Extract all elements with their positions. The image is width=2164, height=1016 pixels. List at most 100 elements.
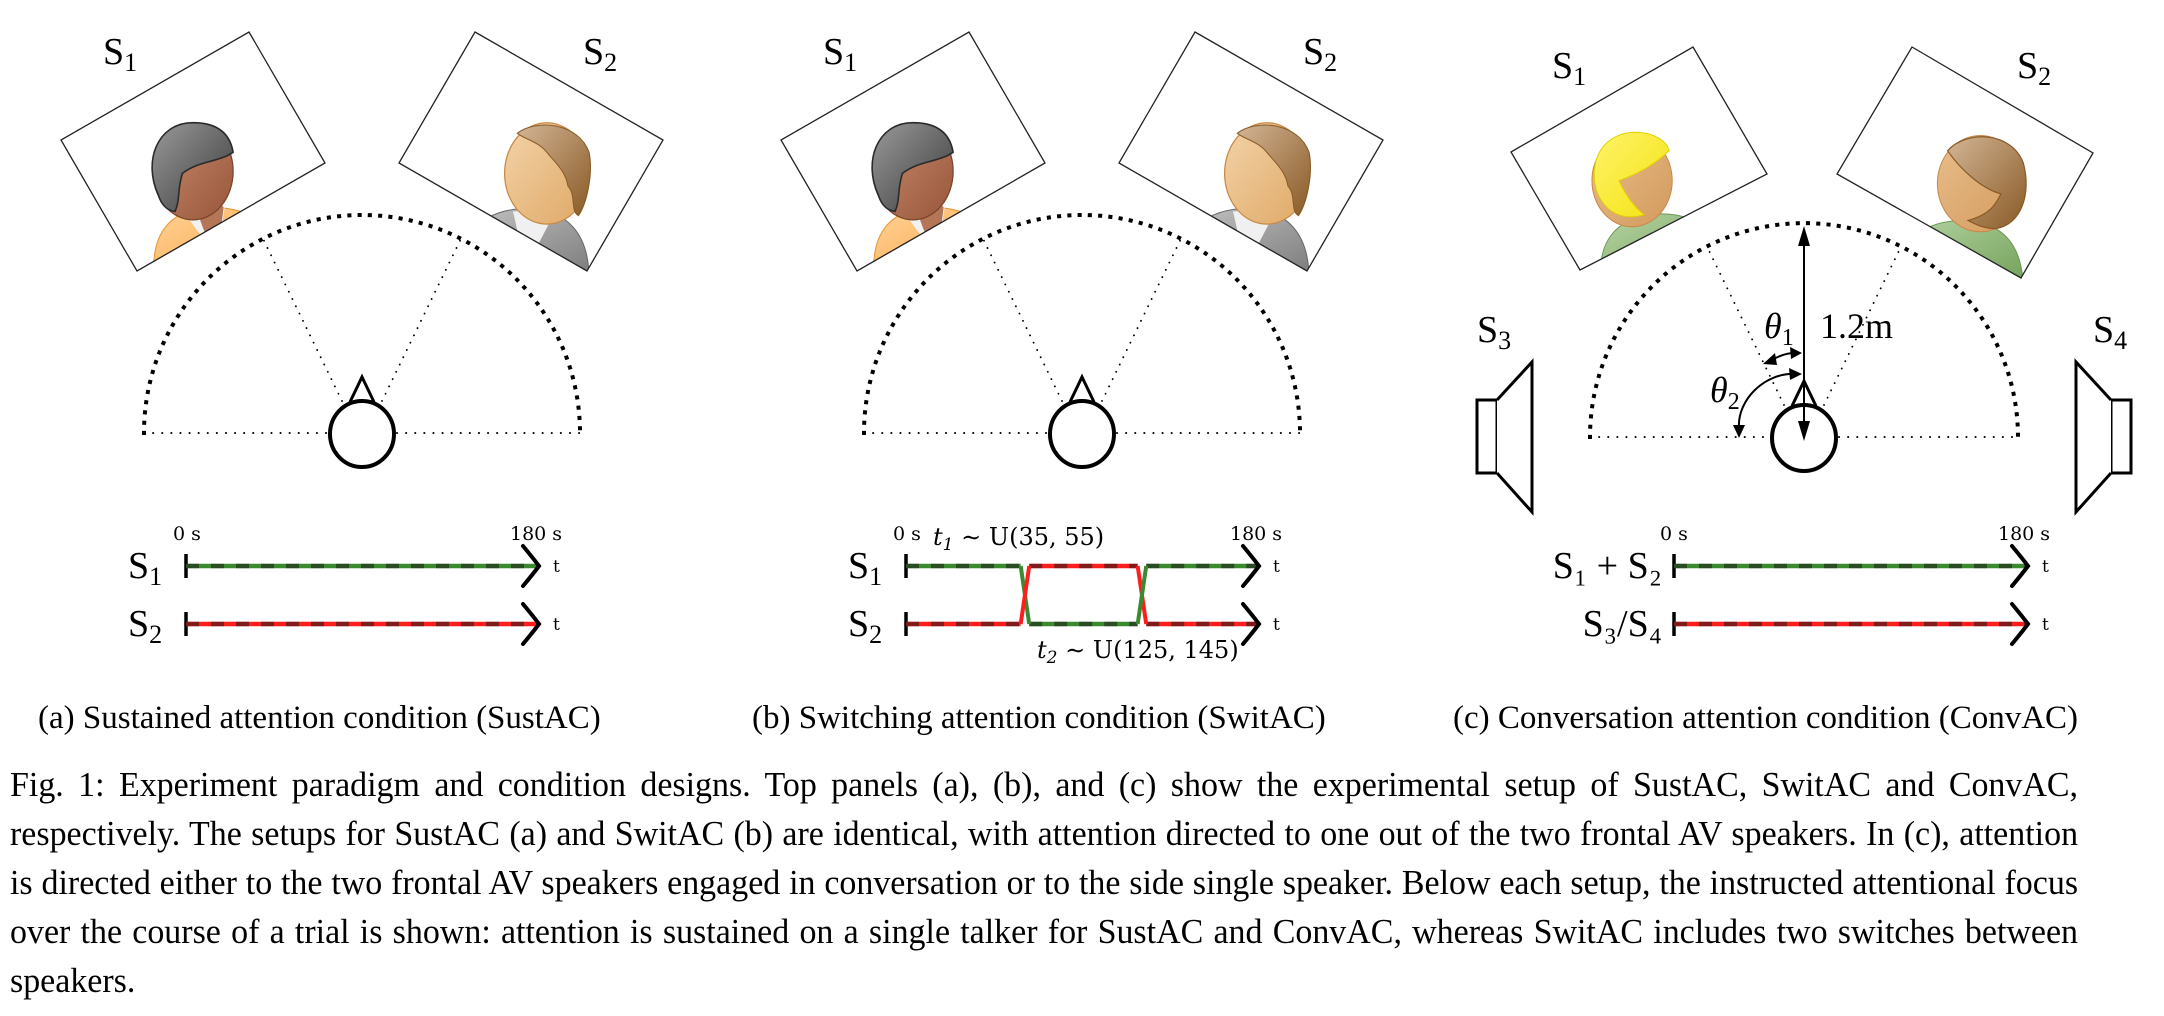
timeline-arrow-head <box>521 602 542 646</box>
listening-arc <box>141 213 583 436</box>
speaker-s2-video <box>1836 46 2094 279</box>
speaker-magnet <box>2109 398 2133 475</box>
avatar-clip-group <box>1895 134 2027 278</box>
video-frame <box>1510 46 1768 271</box>
listener-head-icon <box>328 373 396 469</box>
speaker-s2-video <box>1118 31 1384 272</box>
sightline-s2 <box>1101 237 1182 402</box>
timeline-row-label-s1: S1 <box>128 545 162 591</box>
timeline-start-label: 0 s <box>173 523 201 545</box>
avatar-clip-group <box>459 122 592 271</box>
loudspeaker-s4-icon <box>2074 358 2133 516</box>
speaker-s1-video <box>780 31 1046 272</box>
speaker-label-s4: S4 <box>2093 309 2127 355</box>
loudspeaker-s3-icon <box>1475 358 1534 516</box>
avatar-clip-group <box>151 121 282 271</box>
arrowhead-icon <box>1733 425 1745 438</box>
speaker-label-s1: S1 <box>1552 45 1586 91</box>
avatar-clip-group <box>871 121 1002 271</box>
timeline-arrow-head <box>1241 602 1262 646</box>
timeline-row-s1 <box>184 544 542 588</box>
timeline-end-label: 180 s <box>1230 523 1282 545</box>
panel-a-graphics <box>60 31 664 646</box>
avatar-woman-blonde-hair-green-shirt-icon <box>1591 131 1725 270</box>
speaker-s1-video <box>60 31 326 272</box>
video-frame <box>780 31 1046 272</box>
timeline-end-label: 180 s <box>510 523 562 545</box>
timeline-row-s1 <box>904 544 1262 646</box>
speaker-s1-video <box>1510 46 1768 271</box>
timeline-arrow-head <box>1241 544 1262 588</box>
switch1-distribution-label: t1 ∼ U(35, 55) <box>933 523 1104 555</box>
speaker-label-s2: S2 <box>1303 31 1337 77</box>
head-circle <box>328 399 396 469</box>
subcaption-a: (a) Sustained attention condition (SustA… <box>38 700 601 736</box>
speaker-label-s1: S1 <box>823 31 857 77</box>
distance-label: 1.2m <box>1820 306 1893 346</box>
switch2-distribution-label: t2 ∼ U(125, 145) <box>1037 636 1239 668</box>
timeline-arrow-head <box>521 544 542 588</box>
speaker-label-s3: S3 <box>1477 309 1511 355</box>
speaker-label-s2: S2 <box>583 31 617 77</box>
avatar-woman-dark-hair-orange-shirt-icon <box>151 121 282 271</box>
video-frame <box>1118 31 1384 272</box>
time-axis-label: t <box>553 615 560 635</box>
speaker-label-s1: S1 <box>103 31 137 77</box>
timeline-end-label: 180 s <box>1998 523 2050 545</box>
arrowhead-icon <box>1790 347 1802 359</box>
timeline-row-label-s2: S2 <box>848 603 882 649</box>
sightline-s2 <box>381 237 462 402</box>
speaker-label-s2: S2 <box>2017 45 2051 91</box>
timeline-row-s3-or-s4 <box>1672 602 2031 646</box>
nose-icon <box>348 373 376 403</box>
panel-c: S1 S2 S3 S4 θ1 1.2m θ2 0 s 180 s S₁ + S₂… <box>1453 45 2127 736</box>
panel-b-graphics <box>780 31 1384 646</box>
timeline-arrow-head <box>2010 544 2031 588</box>
avatar-woman-brown-hair-green-shirt-icon <box>1895 134 2027 278</box>
video-frame <box>398 31 664 272</box>
avatar-clip-group <box>1591 131 1725 270</box>
theta1-label: θ1 <box>1764 306 1794 351</box>
video-frame <box>1836 46 2094 279</box>
time-axis-label: t <box>553 557 560 577</box>
timeline-row-s2 <box>184 602 542 646</box>
time-axis-label: t <box>1273 615 1280 635</box>
panel-b: S1 S2 0 s 180 s t1 ∼ U(35, 55) t2 ∼ U(12… <box>752 31 1337 736</box>
listening-arc <box>861 213 1303 436</box>
sightline-s1 <box>262 237 343 402</box>
speaker-magnet <box>1475 398 1499 475</box>
timeline-row-label-s1-plus-s2: S₁ + S₂ <box>1553 545 1662 587</box>
panel-c-graphics <box>1475 46 2133 646</box>
time-axis-label: t <box>1273 557 1280 577</box>
avatar-man-brown-hair-grey-suit-icon <box>459 122 592 271</box>
sightline-s1 <box>982 237 1063 402</box>
figure-caption: Fig. 1: Experiment paradigm and conditio… <box>10 765 2079 1000</box>
subcaption-b: (b) Switching attention condition (SwitA… <box>752 700 1326 736</box>
switch-transition <box>1018 565 1032 625</box>
speaker-cone <box>1495 358 1534 516</box>
arrow-up-icon <box>1798 226 1810 246</box>
time-axis-label: t <box>2042 615 2049 635</box>
sightline-s2 <box>1823 245 1903 406</box>
avatar-woman-dark-hair-orange-shirt-icon <box>871 121 1002 271</box>
switch-transition <box>1135 565 1149 625</box>
time-axis-label: t <box>2042 557 2049 577</box>
listener-head-icon <box>1048 373 1116 469</box>
timeline-arrow-head <box>2010 602 2031 646</box>
timeline-row-label-s2: S2 <box>128 603 162 649</box>
timeline-start-label: 0 s <box>1660 523 1688 545</box>
timeline-row-label-s3-or-s4: S₃/S₄ <box>1583 603 1662 645</box>
speaker-cone <box>2074 358 2113 516</box>
arrowhead-icon <box>1789 368 1802 380</box>
timeline-row-s1-plus-s2 <box>1672 544 2031 588</box>
video-frame <box>60 31 326 272</box>
head-circle <box>1048 399 1116 469</box>
listening-arc <box>1587 221 2021 440</box>
speaker-s2-video <box>398 31 664 272</box>
timeline-row-label-s1: S1 <box>848 545 882 591</box>
subcaption-c: (c) Conversation attention condition (Co… <box>1453 700 2078 736</box>
panel-a: S1 S2 0 s 180 s S1 S2 t t (a) Sustained … <box>38 31 617 736</box>
sightline-s1 <box>1705 245 1785 406</box>
nose-icon <box>1068 373 1096 403</box>
